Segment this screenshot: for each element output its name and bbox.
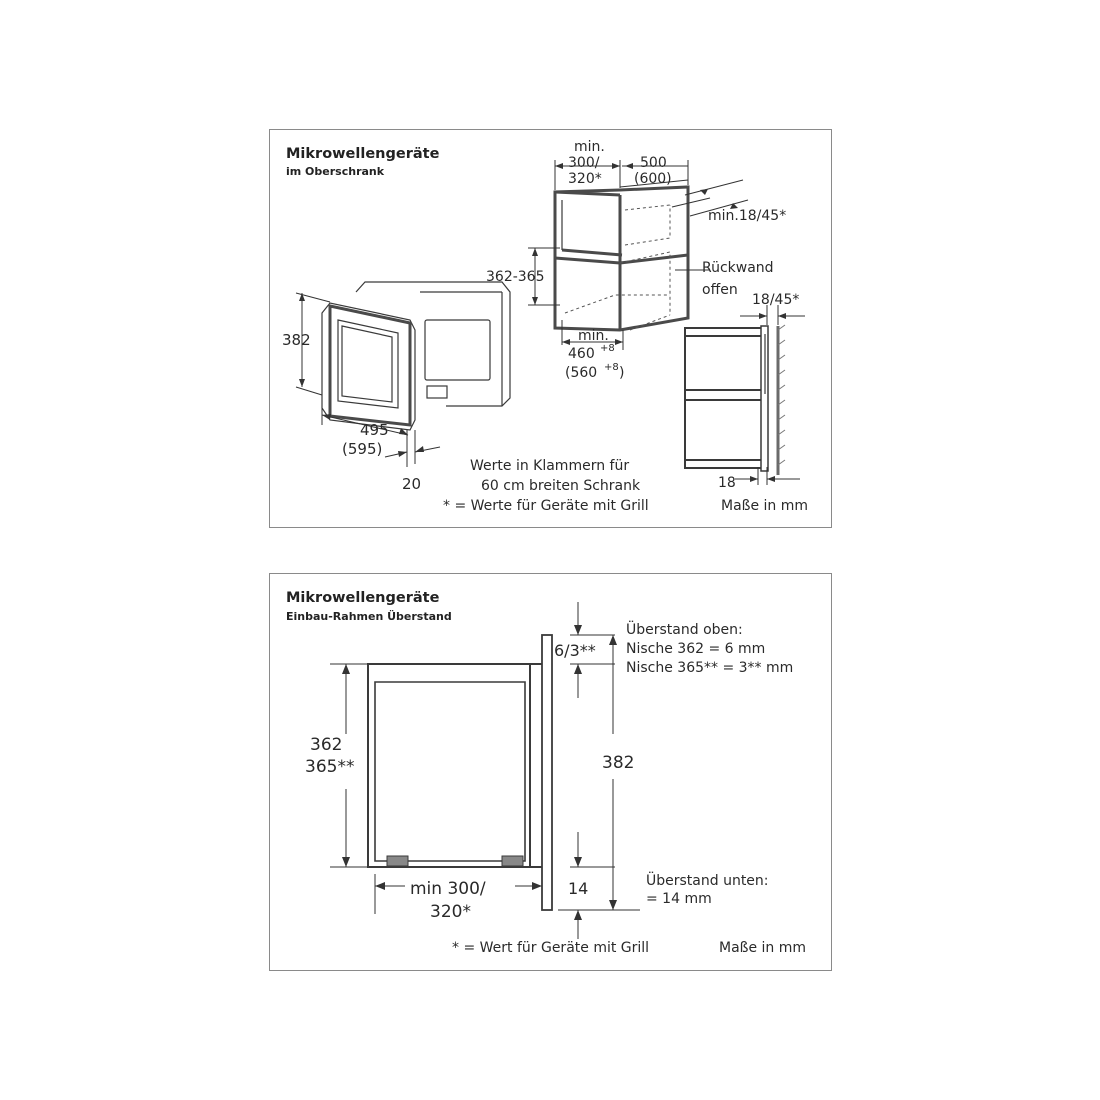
label-320-p2: 320* bbox=[430, 902, 471, 922]
label-20: 20 bbox=[402, 475, 421, 493]
label-min300: min 300/ bbox=[410, 879, 486, 899]
label-niche-min: min. bbox=[578, 328, 609, 344]
panel-einbau-rahmen: Mikrowellengeräte Einbau-Rahmen Überstan… bbox=[269, 573, 832, 971]
cabinet-drawing bbox=[528, 160, 749, 350]
label-460-sup: +8 bbox=[600, 343, 615, 354]
units-label-2: Maße in mm bbox=[719, 940, 806, 956]
note-line-3: * = Werte für Geräte mit Grill bbox=[443, 498, 649, 514]
note-grill: * = Wert für Geräte mit Grill bbox=[452, 940, 649, 956]
panel1-drawing: 382 495 (595) 20 min. 300/ 320* 500 (600… bbox=[282, 139, 808, 514]
label-600: (600) bbox=[634, 171, 672, 187]
label-min-top: min. bbox=[574, 139, 605, 155]
label-560-close: ) bbox=[619, 365, 624, 381]
label-365: 365** bbox=[305, 757, 354, 777]
label-362-365: 362-365 bbox=[486, 269, 545, 285]
ueberstand-oben-2: Nische 362 = 6 mm bbox=[626, 641, 765, 657]
label-14: 14 bbox=[568, 879, 588, 898]
panel2-title: Mikrowellengeräte bbox=[286, 590, 440, 606]
label-18-bottom: 18 bbox=[718, 475, 736, 491]
microwave-drawing bbox=[295, 281, 511, 467]
label-rueckwand: Rückwand bbox=[702, 260, 774, 276]
panel-oberschrank: Mikrowellengeräte im Oberschrank bbox=[269, 129, 832, 528]
section-drawing bbox=[330, 602, 640, 939]
side-section-drawing bbox=[684, 305, 805, 485]
units-label-1: Maße in mm bbox=[721, 498, 808, 514]
label-offen: offen bbox=[702, 282, 738, 298]
ueberstand-oben-1: Überstand oben: bbox=[626, 620, 743, 638]
label-18-45: 18/45* bbox=[752, 292, 799, 308]
panel1-title: Mikrowellengeräte bbox=[286, 146, 440, 162]
label-300: 300/ bbox=[568, 155, 600, 171]
note-line-1: Werte in Klammern für bbox=[470, 458, 629, 474]
label-382-total: 382 bbox=[602, 753, 634, 773]
ueberstand-unten-1: Überstand unten: bbox=[646, 871, 769, 889]
label-500: 500 bbox=[640, 155, 667, 171]
label-595: (595) bbox=[342, 440, 382, 458]
label-6-3: 6/3** bbox=[554, 641, 596, 660]
label-382: 382 bbox=[282, 331, 311, 349]
label-560-sup: +8 bbox=[604, 362, 619, 373]
panel2-drawing: 362 365** 6/3** 382 14 min 300/ 320* Übe… bbox=[305, 602, 806, 956]
label-320: 320* bbox=[568, 171, 602, 187]
label-495: 495 bbox=[360, 421, 389, 439]
label-460: 460 bbox=[568, 346, 595, 362]
ueberstand-unten-2: = 14 mm bbox=[646, 891, 712, 907]
panel2-subtitle: Einbau-Rahmen Überstand bbox=[286, 610, 452, 623]
panel1-subtitle: im Oberschrank bbox=[286, 165, 385, 178]
label-362: 362 bbox=[310, 735, 342, 755]
note-line-2: 60 cm breiten Schrank bbox=[481, 478, 641, 494]
label-560: (560 bbox=[565, 365, 597, 381]
label-vent-min: min.18/45* bbox=[708, 208, 786, 224]
ueberstand-oben-3: Nische 365** = 3** mm bbox=[626, 660, 793, 676]
